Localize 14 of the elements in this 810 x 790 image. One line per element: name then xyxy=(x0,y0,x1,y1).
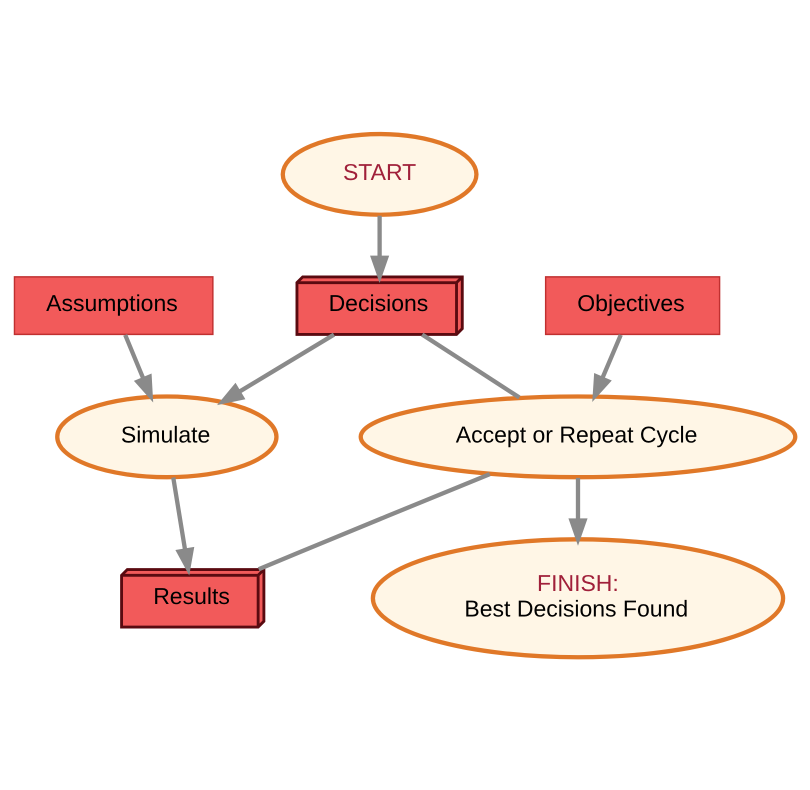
connector xyxy=(421,332,520,399)
node-ellipse: START xyxy=(280,131,479,216)
node-ellipse: Accept or Repeat Cycle xyxy=(358,394,798,479)
arrow xyxy=(568,477,588,546)
connector xyxy=(258,472,491,571)
arrow xyxy=(592,334,623,402)
arrow xyxy=(123,334,154,402)
arrow xyxy=(370,215,390,283)
node-ellipse: FINISH: Best Decisions Found xyxy=(370,536,786,659)
node-box: Objectives xyxy=(544,276,720,335)
arrow xyxy=(217,332,336,405)
node-box: Assumptions xyxy=(14,276,214,335)
arrow xyxy=(171,476,194,575)
node-ellipse: Simulate xyxy=(55,394,279,479)
